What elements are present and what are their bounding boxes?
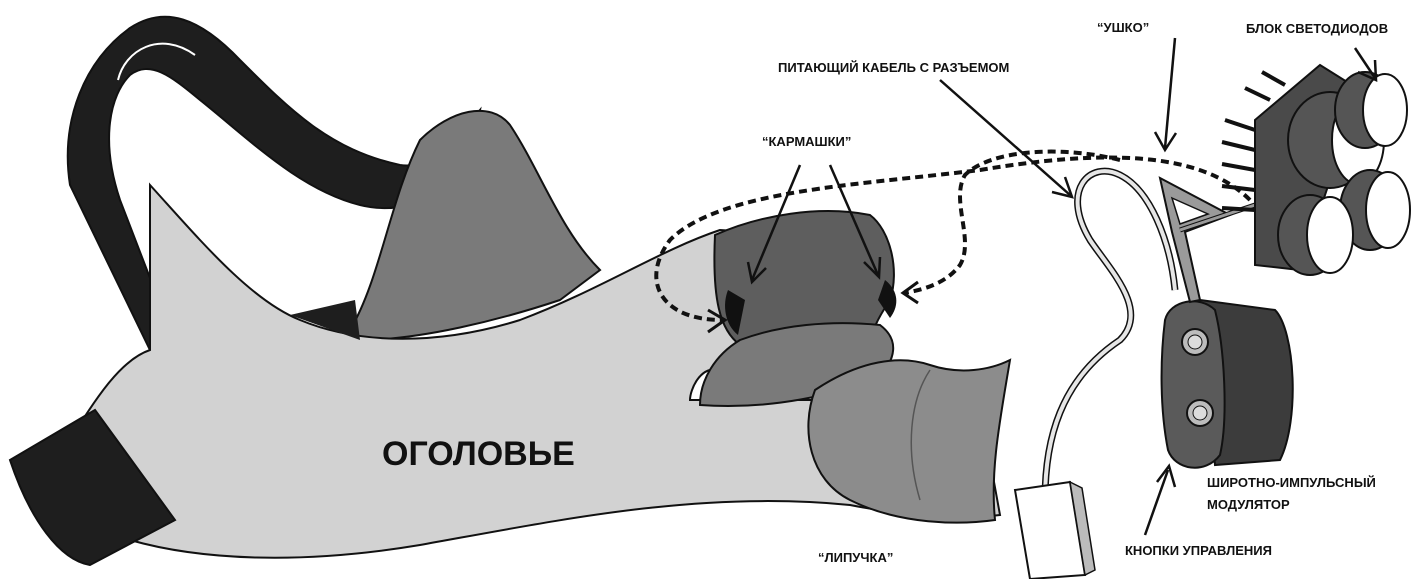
label-power-cable: ПИТАЮЩИЙ КАБЕЛЬ С РАЗЪЕМОМ	[778, 60, 1009, 75]
label-pwm-line2: МОДУЛЯТОР	[1207, 497, 1290, 512]
label-buttons: КНОПКИ УПРАВЛЕНИЯ	[1125, 543, 1272, 558]
label-pockets: “КАРМАШКИ”	[762, 134, 851, 149]
ear-loop	[1160, 178, 1230, 302]
cable-white	[1045, 171, 1175, 500]
label-headgear: ОГОЛОВЬЕ	[382, 435, 575, 473]
arrow-buttons	[1145, 470, 1168, 535]
arrow-cable	[940, 80, 1070, 195]
led-2	[1335, 72, 1407, 148]
control-button-top-inner	[1188, 335, 1202, 349]
led-4	[1278, 195, 1353, 275]
led-block	[1222, 65, 1410, 275]
label-led-block: БЛОК СВЕТОДИОДОВ	[1246, 21, 1388, 36]
headgear	[10, 17, 1010, 565]
label-ear: “УШКО”	[1097, 20, 1149, 35]
arrow-ear	[1165, 38, 1175, 148]
label-pwm-line1: ШИРОТНО-ИМПУЛЬСНЫЙ	[1207, 475, 1376, 490]
module-front	[1162, 301, 1225, 467]
control-button-bottom-inner	[1193, 406, 1207, 420]
label-velcro: “ЛИПУЧКА”	[818, 550, 893, 565]
